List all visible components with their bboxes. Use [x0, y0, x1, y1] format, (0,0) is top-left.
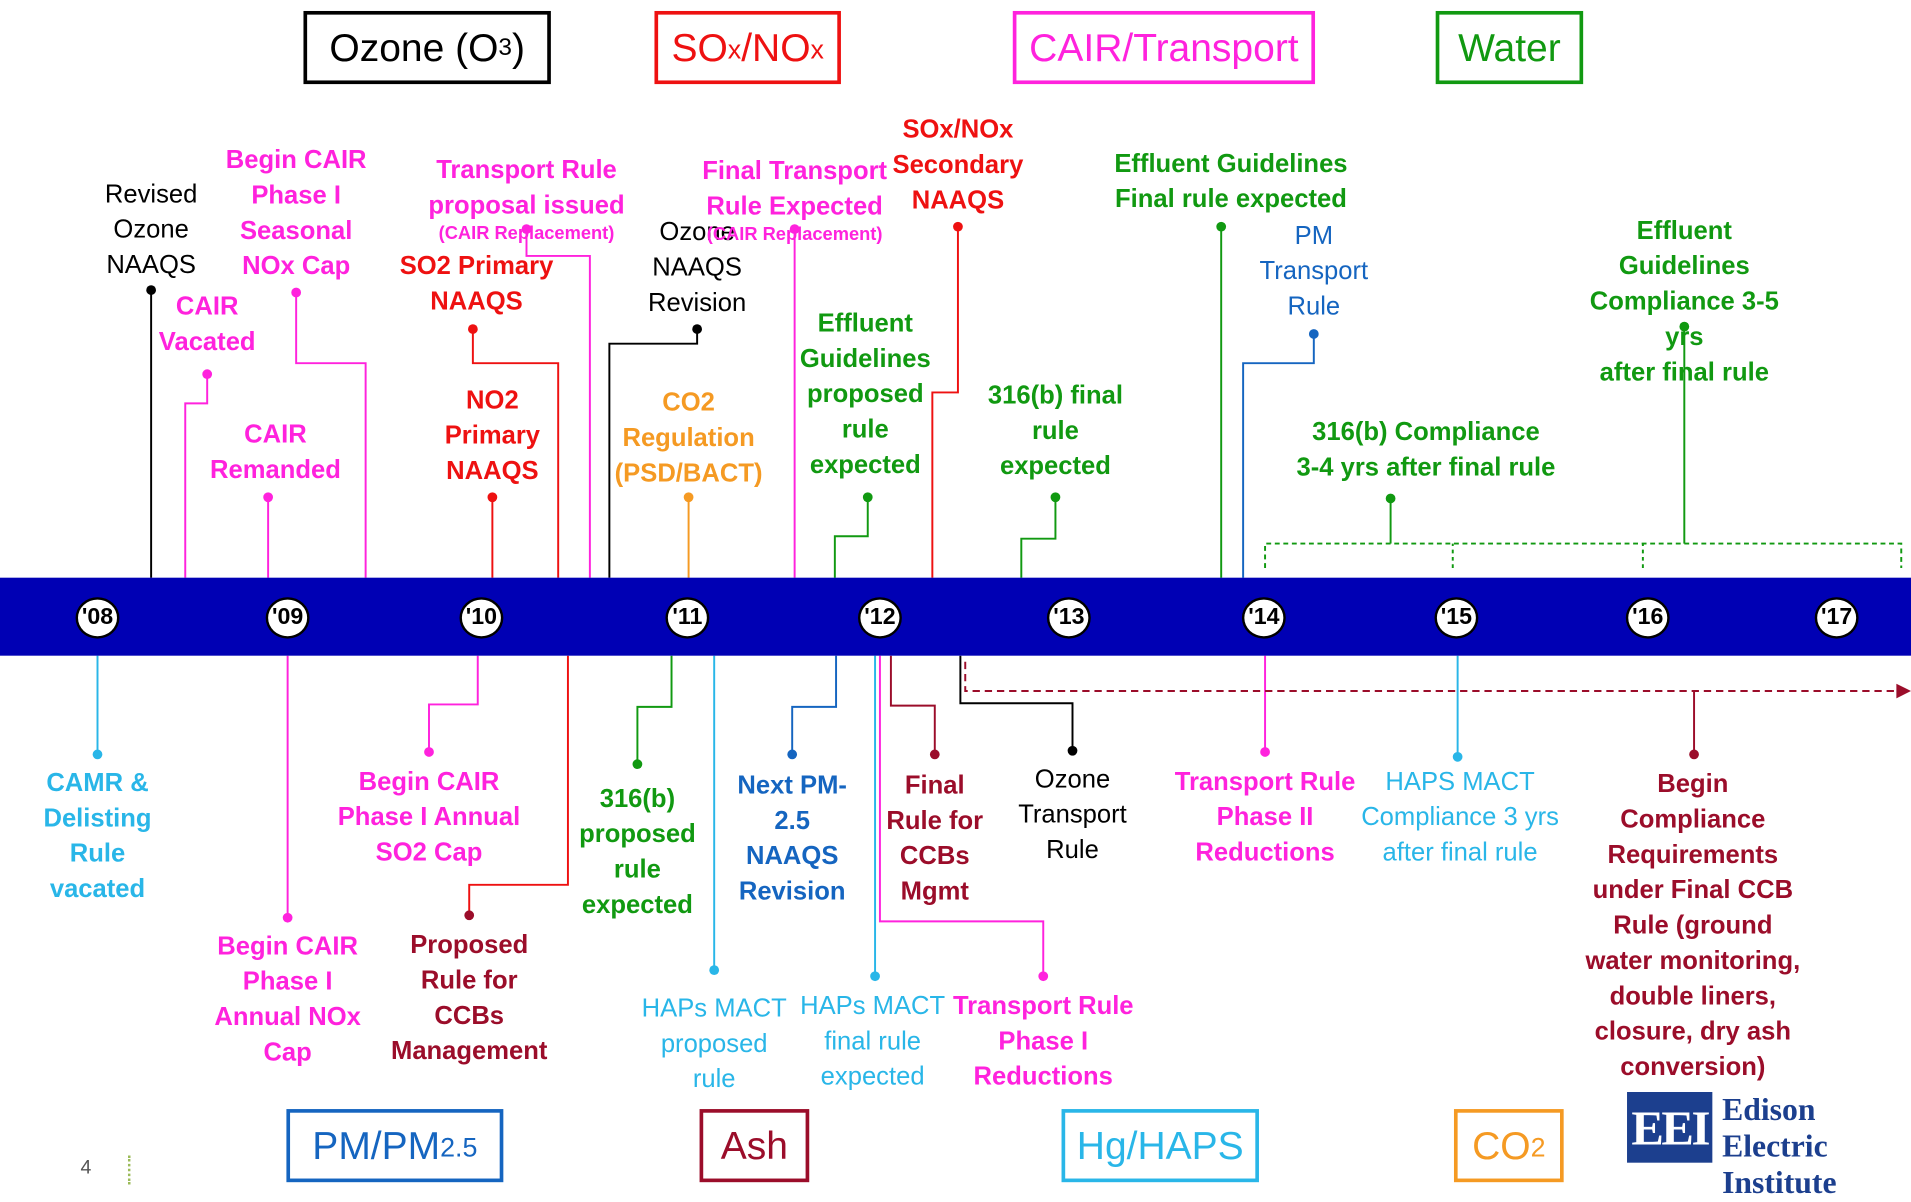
category-water-label: Water	[1458, 24, 1561, 69]
event-effluent-proposed: Effluent Guidelines proposed rule expect…	[799, 309, 931, 479]
category-ash: Ash	[699, 1109, 810, 1183]
event-final-transport: Final Transport Rule Expected (CAIR Repl…	[702, 118, 887, 281]
event-camr-vacated: CAMR & Delisting Rule vacated	[43, 769, 152, 904]
category-hg-label: Hg/HAPS	[1076, 1123, 1244, 1167]
category-ozone-label: Ozone (O	[329, 24, 499, 69]
event-cair-vacated: CAIR Vacated	[158, 292, 256, 356]
event-begin-cair-seasonal: Begin CAIR Phase I Seasonal NOx Cap	[225, 146, 367, 281]
timeline-bar	[0, 577, 1911, 656]
event-cair-remanded: CAIR Remanded	[210, 420, 341, 484]
event-effluent-final: Effluent Guidelines Final rule expected	[1114, 149, 1348, 214]
event-so2-primary: SO2 Primary NAAQS	[399, 252, 554, 316]
category-ash-label: Ash	[720, 1123, 788, 1167]
category-cair-transport: CAIR/Transport	[1012, 10, 1316, 85]
event-316b-proposed: 316(b) proposed rule expected	[579, 784, 696, 919]
event-haps-final: HAPs MACT final rule expected	[800, 992, 946, 1091]
year-badge: '15	[1434, 597, 1479, 639]
event-ccb-compliance: Begin Compliance Requirements under Fina…	[1585, 770, 1801, 1082]
year-badge: '17	[1814, 597, 1859, 639]
event-transport-proposal-note: (CAIR Replacement)	[438, 223, 615, 244]
page-number: 4	[80, 1157, 92, 1179]
event-begin-cair-annual-so2: Begin CAIR Phase I Annual SO2 Cap	[337, 767, 521, 867]
category-cair-label: CAIR/Transport	[1029, 24, 1299, 69]
event-ozone-transport: Ozone Transport Rule	[1018, 765, 1127, 865]
event-co2-regulation: CO2 Regulation (PSD/BACT)	[614, 388, 763, 488]
year-badge: '11	[665, 597, 710, 639]
category-hg-haps: Hg/HAPS	[1061, 1109, 1259, 1183]
event-no2-primary: NO2 Primary NAAQS	[444, 386, 541, 486]
category-sox-sub: x	[727, 34, 742, 65]
event-haps-compliance: HAPS MACT Compliance 3 yrs after final r…	[1361, 767, 1559, 867]
eei-logo-text: Edison Electric Institute	[1722, 1092, 1837, 1201]
year-badge: '12	[858, 597, 902, 639]
event-final-transport-text: Final Transport Rule Expected	[702, 157, 888, 221]
event-final-ccb: Final Rule for CCBs Mgmt	[886, 771, 984, 906]
year-badge: '16	[1625, 597, 1670, 639]
event-transport-phase1: Transport Rule Phase I Reductions	[952, 992, 1134, 1091]
event-transport-proposal: Transport Rule proposal issued (CAIR Rep…	[428, 117, 624, 280]
year-badge: '10	[459, 597, 504, 639]
year-badge: '09	[265, 597, 310, 639]
category-sox-label: SO	[671, 24, 728, 69]
event-transport-phase2: Transport Rule Phase II Reductions	[1174, 767, 1356, 867]
year-badge: '13	[1046, 597, 1091, 639]
category-co2-sub: 2	[1530, 1132, 1546, 1163]
event-revised-ozone: Revised Ozone NAAQS	[104, 180, 198, 280]
event-effluent-compliance: Effluent Guidelines Compliance 3-5 yrs a…	[1589, 216, 1779, 387]
eei-logo-mark: EEI	[1627, 1092, 1713, 1163]
event-pm-transport: PM Transport Rule	[1259, 221, 1369, 321]
category-ozone-tail: )	[511, 24, 525, 69]
category-ozone-sub: 3	[498, 33, 512, 61]
event-final-transport-note: (CAIR Replacement)	[706, 224, 883, 245]
event-ozone-revision: Ozone NAAQS Revision	[648, 218, 747, 317]
category-water: Water	[1435, 10, 1584, 85]
event-316b-compliance: 316(b) Compliance 3-4 yrs after final ru…	[1296, 418, 1556, 482]
category-sox-mid: /NO	[741, 24, 811, 69]
event-next-pm-revision: Next PM- 2.5 NAAQS Revision	[737, 771, 847, 906]
year-badge: '14	[1241, 597, 1286, 639]
category-sox-sub2: x	[810, 34, 824, 65]
event-316b-final: 316(b) final rule expected	[987, 381, 1123, 481]
event-haps-proposed: HAPs MACT proposed rule	[641, 994, 787, 1094]
year-badge: '08	[75, 597, 120, 639]
event-begin-cair-annual-nox: Begin CAIR Phase I Annual NOx Cap	[214, 932, 361, 1067]
category-pm-sub: 2.5	[440, 1132, 478, 1163]
event-proposed-ccb: Proposed Rule for CCBs Management	[390, 931, 548, 1066]
event-transport-proposal-text: Transport Rule proposal issued	[428, 156, 625, 220]
category-co2-label: CO	[1472, 1123, 1531, 1167]
page-divider	[127, 1155, 131, 1185]
event-sox-secondary: SOx/NOx Secondary NAAQS	[892, 115, 1024, 215]
category-pm-label: PM/PM	[312, 1123, 441, 1167]
eei-logo: EEI Edison Electric Institute	[1627, 1092, 1907, 1200]
